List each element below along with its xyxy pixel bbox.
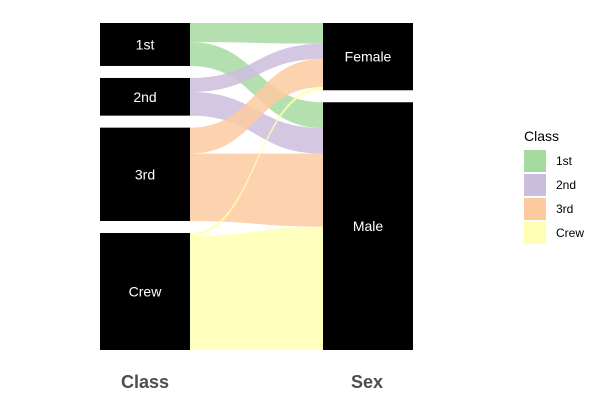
node-label-1st: 1st <box>136 36 155 52</box>
axis-label-sex: Sex <box>351 372 383 392</box>
flow-2nd-male <box>190 91 323 154</box>
legend-title: Class <box>524 128 559 144</box>
legend-swatch-2nd <box>524 174 546 196</box>
node-label-female: Female <box>345 49 392 65</box>
flow-crew-male <box>190 226 323 350</box>
legend-swatch-crew <box>524 222 546 244</box>
flow-3rd-female <box>190 58 323 154</box>
node-male <box>323 102 413 350</box>
legend-label-3rd: 3rd <box>556 202 573 216</box>
node-1st <box>100 23 190 66</box>
node-label-3rd: 3rd <box>135 166 155 182</box>
node-2nd <box>100 77 190 116</box>
legend-swatch-1st <box>524 150 546 172</box>
node-label-male: Male <box>353 218 384 234</box>
node-label-crew: Crew <box>129 283 163 299</box>
legend-label-2nd: 2nd <box>556 178 576 192</box>
flow-1st-female <box>190 23 323 44</box>
legend-swatch-3rd <box>524 198 546 220</box>
node-label-2nd: 2nd <box>133 89 156 105</box>
legend-label-crew: Crew <box>556 226 584 240</box>
flow-1st-male <box>190 42 323 129</box>
legend-label-1st: 1st <box>556 154 573 168</box>
flow-2nd-female <box>190 43 323 92</box>
flows-layer <box>190 23 323 350</box>
node-3rd <box>100 127 190 221</box>
node-female <box>323 23 413 91</box>
axis-label-class: Class <box>121 372 169 392</box>
flow-3rd-male <box>190 153 323 227</box>
flow-crew-female <box>190 86 323 237</box>
node-crew <box>100 232 190 350</box>
